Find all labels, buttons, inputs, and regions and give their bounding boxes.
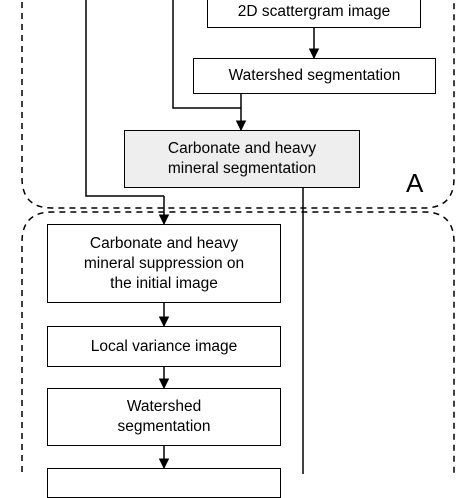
- watershed-top-label: Watershed segmentation: [228, 67, 401, 84]
- scattergram-label: 2D scattergram image: [237, 3, 391, 20]
- group-a-label: A: [406, 168, 424, 198]
- local-variance-box: Local variance image: [47, 326, 281, 367]
- watershed-bottom-box: Watershed segmentation: [47, 388, 281, 446]
- connectors: [21, 0, 455, 474]
- line-initial-image: [85, 0, 164, 197]
- group-b-outline: [21, 211, 455, 474]
- scattergram-box: 2D scattergram image: [207, 0, 421, 28]
- watershed-top-box: Watershed segmentation: [193, 58, 436, 94]
- group-a-outline: [21, 0, 455, 209]
- watershed-bottom-label: Watershed segmentation: [117, 398, 211, 435]
- suppression-box: Carbonate and heavy mineral suppression …: [47, 224, 281, 303]
- flowchart: 2D scattergram image Watershed segmentat…: [21, 0, 455, 498]
- local-variance-label: Local variance image: [90, 337, 238, 355]
- suppression-label: Carbonate and heavy mineral suppression …: [83, 234, 245, 292]
- carbonate-segmentation-box: Carbonate and heavy mineral segmentation: [124, 130, 360, 188]
- line-bypass-to-carbonate: [172, 0, 241, 109]
- bottom-partial-box: [47, 468, 281, 498]
- carbonate-segmentation-label: Carbonate and heavy mineral segmentation: [167, 140, 317, 177]
